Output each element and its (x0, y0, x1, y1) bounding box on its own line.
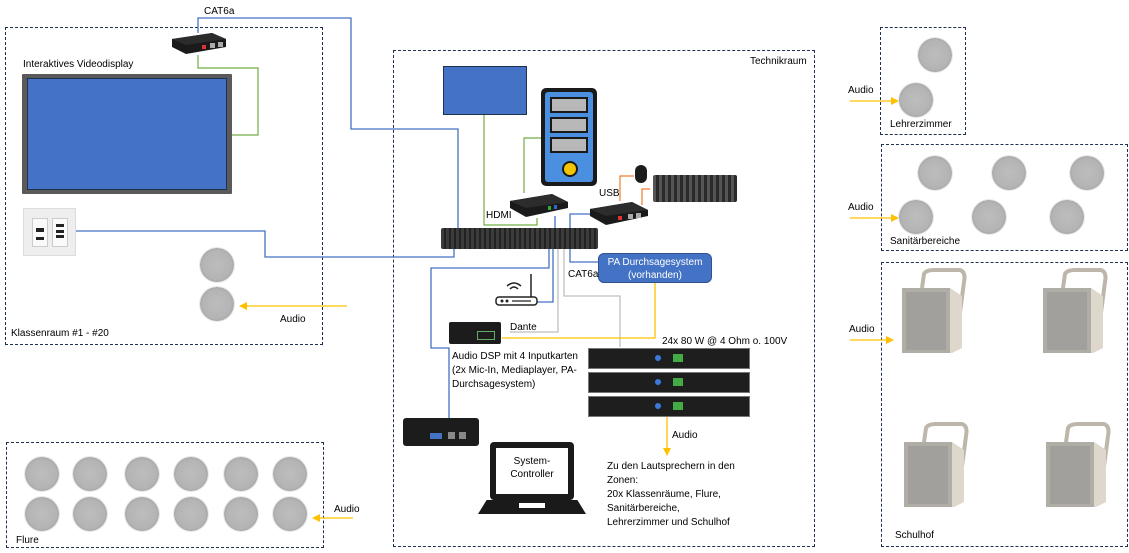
system-controller-line1: System- (513, 456, 551, 467)
zone-label-tech-room: Technikraum (750, 56, 807, 67)
pa-system-box: PA Durchsagesystem (vorhanden) (598, 253, 712, 283)
ceiling-speaker (174, 457, 208, 491)
ceiling-speaker (918, 38, 952, 72)
ceiling-speaker (899, 200, 933, 234)
network-cable-router (537, 248, 554, 303)
cat6a-cable-pa (569, 247, 598, 263)
system-controller-label: System- Controller (500, 455, 564, 481)
ceiling-speaker (972, 200, 1006, 234)
hdmi-label: HDMI (486, 210, 512, 221)
outdoor-speaker (902, 422, 972, 508)
mouse-icon (635, 165, 647, 183)
dsp-description: Audio DSP mit 4 Inputkarten (2x Mic-In, … (452, 351, 578, 390)
dante-cable-dsp (510, 249, 559, 333)
power-amplifier-icon (588, 348, 750, 369)
laptop-icon (478, 442, 590, 518)
ceiling-speaker (200, 248, 234, 282)
ceiling-speaker (125, 457, 159, 491)
ceiling-speaker (1070, 156, 1104, 190)
ceiling-speaker (73, 497, 107, 531)
audio-label-corridors: Audio (334, 504, 360, 515)
usb-extender-icon (588, 200, 650, 227)
zone-label-teachers-room: Lehrerzimmer (890, 119, 952, 130)
ceiling-speaker (273, 497, 307, 531)
ceiling-speaker (224, 457, 258, 491)
zone-teachers-room (880, 27, 966, 135)
outdoor-speaker (900, 268, 970, 354)
audio-label-sanitary: Audio (848, 202, 874, 213)
ceiling-speaker (25, 497, 59, 531)
amplifier-spec-label: 24x 80 W @ 4 Ohm o. 100V (662, 336, 788, 347)
audio-label-amps: Audio (672, 430, 698, 441)
zone-label-corridors: Flure (16, 535, 39, 546)
ceiling-speaker (224, 497, 258, 531)
outdoor-speaker (1041, 268, 1111, 354)
power-amplifier-icon (588, 396, 750, 417)
ceiling-speaker (25, 457, 59, 491)
dante-label: Dante (510, 322, 537, 333)
usb-cable-mouse (619, 175, 634, 201)
zone-sanitary (881, 144, 1128, 251)
speaker-destinations: Zu den Lautsprechern in den Zonen: 20x K… (607, 460, 737, 530)
cat6a-label-switch: CAT6a (568, 269, 599, 280)
hdmi-cable-display (197, 55, 259, 136)
system-controller-line2: Controller (510, 469, 554, 480)
dante-cable-amps (563, 249, 621, 347)
ceiling-speaker (992, 156, 1026, 190)
zone-label-sanitary: Sanitärbereiche (890, 236, 961, 247)
hdmi-cable-pc (523, 137, 541, 193)
cat6a-cable-display-extender (197, 17, 459, 240)
zone-label-schoolyard: Schulhof (895, 530, 934, 541)
mini-pc-icon (403, 418, 479, 446)
ceiling-speaker (1050, 200, 1084, 234)
ceiling-speaker (899, 83, 933, 117)
zone-schoolyard (881, 262, 1128, 547)
network-switch-icon (441, 228, 598, 249)
audio-label-classroom: Audio (280, 314, 306, 325)
ceiling-speaker (125, 497, 159, 531)
monitor-icon (443, 66, 527, 115)
speaker-destinations-line2: 20x Klassenräume, Flure, Sanitärbereiche… (607, 489, 730, 528)
wall-plate-icon (23, 208, 76, 256)
ceiling-speaker (273, 457, 307, 491)
cat6a-label-top: CAT6a (204, 6, 235, 17)
audio-dsp-icon (449, 322, 501, 344)
ceiling-speaker (174, 497, 208, 531)
cat6a-cable-wallplate (75, 230, 455, 258)
zone-tech-room (393, 50, 815, 547)
keyboard-icon (653, 175, 737, 202)
ceiling-speaker (73, 457, 107, 491)
speaker-destinations-line1: Zu den Lautsprechern in den Zonen: (607, 461, 735, 486)
pc-tower-icon (541, 88, 597, 186)
video-display-label: Interaktives Videodisplay (23, 59, 134, 70)
wifi-router-icon (493, 272, 539, 306)
usb-label: USB (599, 188, 620, 199)
video-extender-receiver-icon (168, 31, 228, 56)
pa-system-line1: PA Durchsagesystem (607, 257, 703, 268)
audio-cable-pa-dsp (502, 283, 656, 339)
zone-corridors (6, 442, 324, 548)
usb-cable-keyboard (641, 188, 650, 205)
pa-system-line2: (vorhanden) (628, 270, 682, 281)
power-amplifier-icon (588, 372, 750, 393)
ceiling-speaker (200, 287, 234, 321)
zone-classroom (5, 27, 323, 345)
network-cable-dsp-pc (430, 249, 550, 430)
hdmi-cable-monitor (483, 112, 538, 226)
interactive-display-icon (22, 74, 232, 194)
outdoor-speaker (1044, 422, 1114, 508)
audio-label-schoolyard: Audio (849, 324, 875, 335)
ceiling-speaker (918, 156, 952, 190)
hdmi-extender-transmitter-icon (508, 192, 570, 219)
audio-label-teachers: Audio (848, 85, 874, 96)
zone-label-classroom: Klassenraum #1 - #20 (11, 328, 109, 339)
